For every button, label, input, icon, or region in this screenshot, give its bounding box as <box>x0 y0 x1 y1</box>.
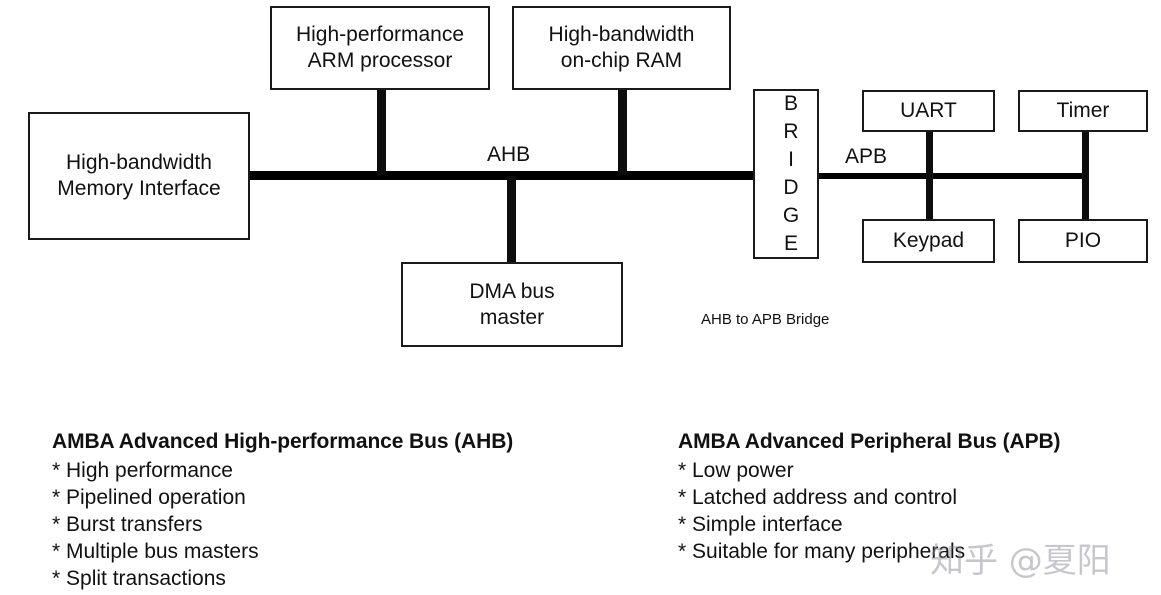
box-pio-label: PIO <box>1064 229 1102 253</box>
bridge-letter-g: G <box>782 204 800 228</box>
box-uart-label: UART <box>900 99 957 123</box>
box-timer-label: Timer <box>1056 99 1110 123</box>
timer-pio-connector <box>1082 131 1089 220</box>
box-dma-bus-master-label: DMA bus master <box>469 279 555 329</box>
box-bridge[interactable]: B R I D G E <box>753 89 819 259</box>
arm-processor-connector <box>377 87 386 175</box>
box-memory-interface[interactable]: High-bandwidth Memory Interface <box>28 112 250 240</box>
bridge-caption: AHB to APB Bridge <box>701 311 830 328</box>
legend-apb-list: * Low power * Latched address and contro… <box>678 457 1060 565</box>
bridge-letter-d: D <box>783 176 799 199</box>
legend-apb: AMBA Advanced Peripheral Bus (APB) * Low… <box>678 430 1061 565</box>
box-timer[interactable]: Timer <box>1018 90 1148 132</box>
list-item: * Suitable for many peripherals <box>678 540 966 563</box>
ahb-bus-label: AHB <box>484 143 534 167</box>
apb-bus-line <box>818 173 1089 179</box>
legend-ahb-title: AMBA Advanced High-performance Bus (AHB) <box>52 430 514 453</box>
list-item: * Low power <box>678 459 794 482</box>
uart-keypad-connector <box>926 131 933 220</box>
ahb-bus-line <box>250 171 755 180</box>
bridge-letter-e: E <box>783 232 798 256</box>
list-item: * Simple interface <box>678 513 843 536</box>
list-item: * Latched address and control <box>678 486 958 509</box>
box-arm-processor-label: High-performance ARM processor <box>295 23 465 72</box>
list-item: * High performance <box>52 459 233 482</box>
box-dma-bus-master[interactable]: DMA bus master <box>401 262 623 347</box>
box-keypad-label: Keypad <box>892 229 965 253</box>
legend-ahb-list: * High performance * Pipelined operation… <box>52 457 513 592</box>
box-pio[interactable]: PIO <box>1018 219 1148 263</box>
list-item: * Pipelined operation <box>52 486 246 509</box>
box-onchip-ram-label: High-bandwidth on-chip RAM <box>548 23 695 72</box>
box-arm-processor[interactable]: High-performance ARM processor <box>270 6 490 90</box>
bridge-letter-b: B <box>783 91 798 115</box>
bridge-letter-i: I <box>788 147 794 171</box>
legend-apb-title: AMBA Advanced Peripheral Bus (APB) <box>678 430 1061 453</box>
box-memory-interface-label: High-bandwidth Memory Interface <box>57 151 221 200</box>
list-item: * Multiple bus masters <box>52 540 259 563</box>
onchip-ram-connector <box>618 87 627 175</box>
apb-bus-label: APB <box>842 145 891 169</box>
list-item: * Split transactions <box>52 567 226 590</box>
bridge-letter-r: R <box>783 119 799 143</box>
box-uart[interactable]: UART <box>862 90 995 132</box>
box-onchip-ram[interactable]: High-bandwidth on-chip RAM <box>512 6 731 90</box>
box-keypad[interactable]: Keypad <box>862 219 995 263</box>
list-item: * Burst transfers <box>52 513 203 536</box>
dma-bus-master-connector <box>507 176 516 264</box>
legend-ahb: AMBA Advanced High-performance Bus (AHB)… <box>52 430 513 592</box>
